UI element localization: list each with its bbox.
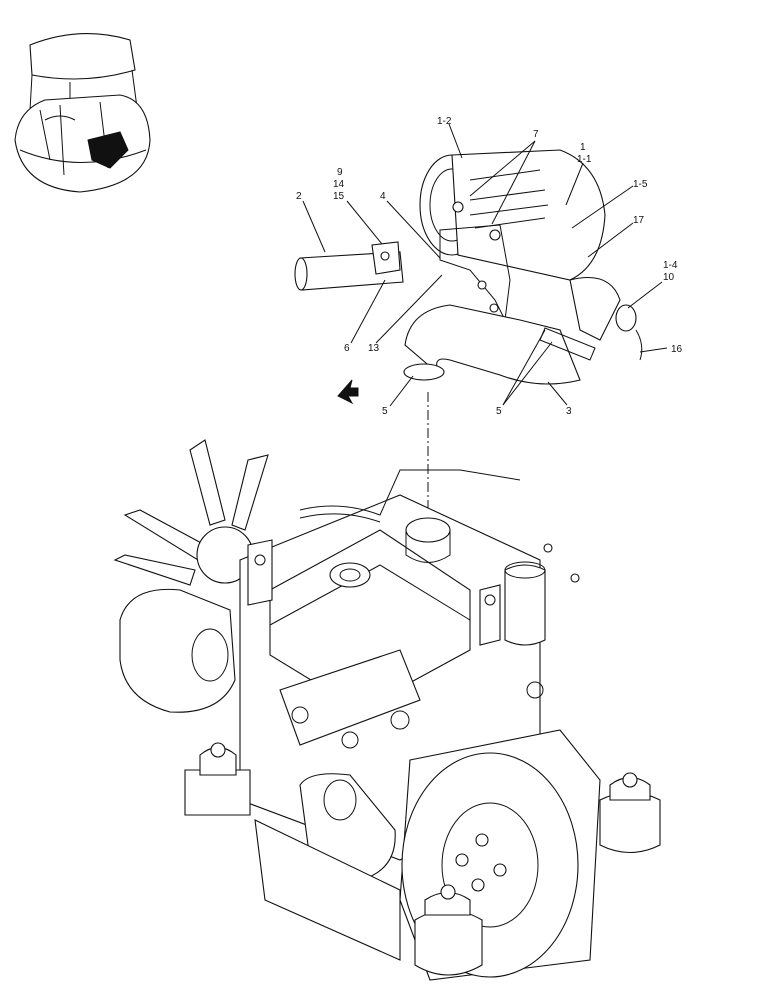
callout-17: 17	[633, 215, 645, 226]
callout-9: 9	[337, 167, 343, 178]
callout-5-left: 5	[382, 406, 388, 417]
callout-13: 13	[368, 343, 380, 354]
intake-pipe	[294, 241, 404, 291]
air-cleaner-assembly	[419, 149, 643, 361]
callout-16: 16	[671, 344, 683, 355]
callout-14: 14	[333, 179, 345, 190]
callout-1-2: 1-2	[437, 116, 452, 127]
callout-5-right: 5	[496, 406, 502, 417]
engine-mount-left	[184, 742, 251, 816]
callout-1-1: 1-1	[577, 154, 592, 165]
callout-1-5: 1-5	[633, 179, 648, 190]
direction-arrow-icon	[337, 379, 359, 405]
leader-lines	[302, 123, 668, 407]
elbow-hose	[403, 304, 596, 385]
engine-block	[113, 439, 661, 981]
callout-1-4: 1-4	[663, 260, 678, 271]
engine-mount-right	[599, 772, 661, 853]
callout-4: 4	[380, 191, 386, 202]
callout-1: 1	[580, 142, 586, 153]
callout-10: 10	[663, 272, 675, 283]
engine-mount-front	[414, 884, 483, 976]
callout-labels: 1-2 7 1 1-1 9 14 15 2 4 1-5 17 1-4 10 6 …	[296, 116, 683, 417]
callout-7: 7	[533, 129, 539, 140]
excavator-locator-icon	[14, 33, 151, 193]
callout-2: 2	[296, 191, 302, 202]
callout-3: 3	[566, 406, 572, 417]
callout-6: 6	[344, 343, 350, 354]
callout-15: 15	[333, 191, 345, 202]
